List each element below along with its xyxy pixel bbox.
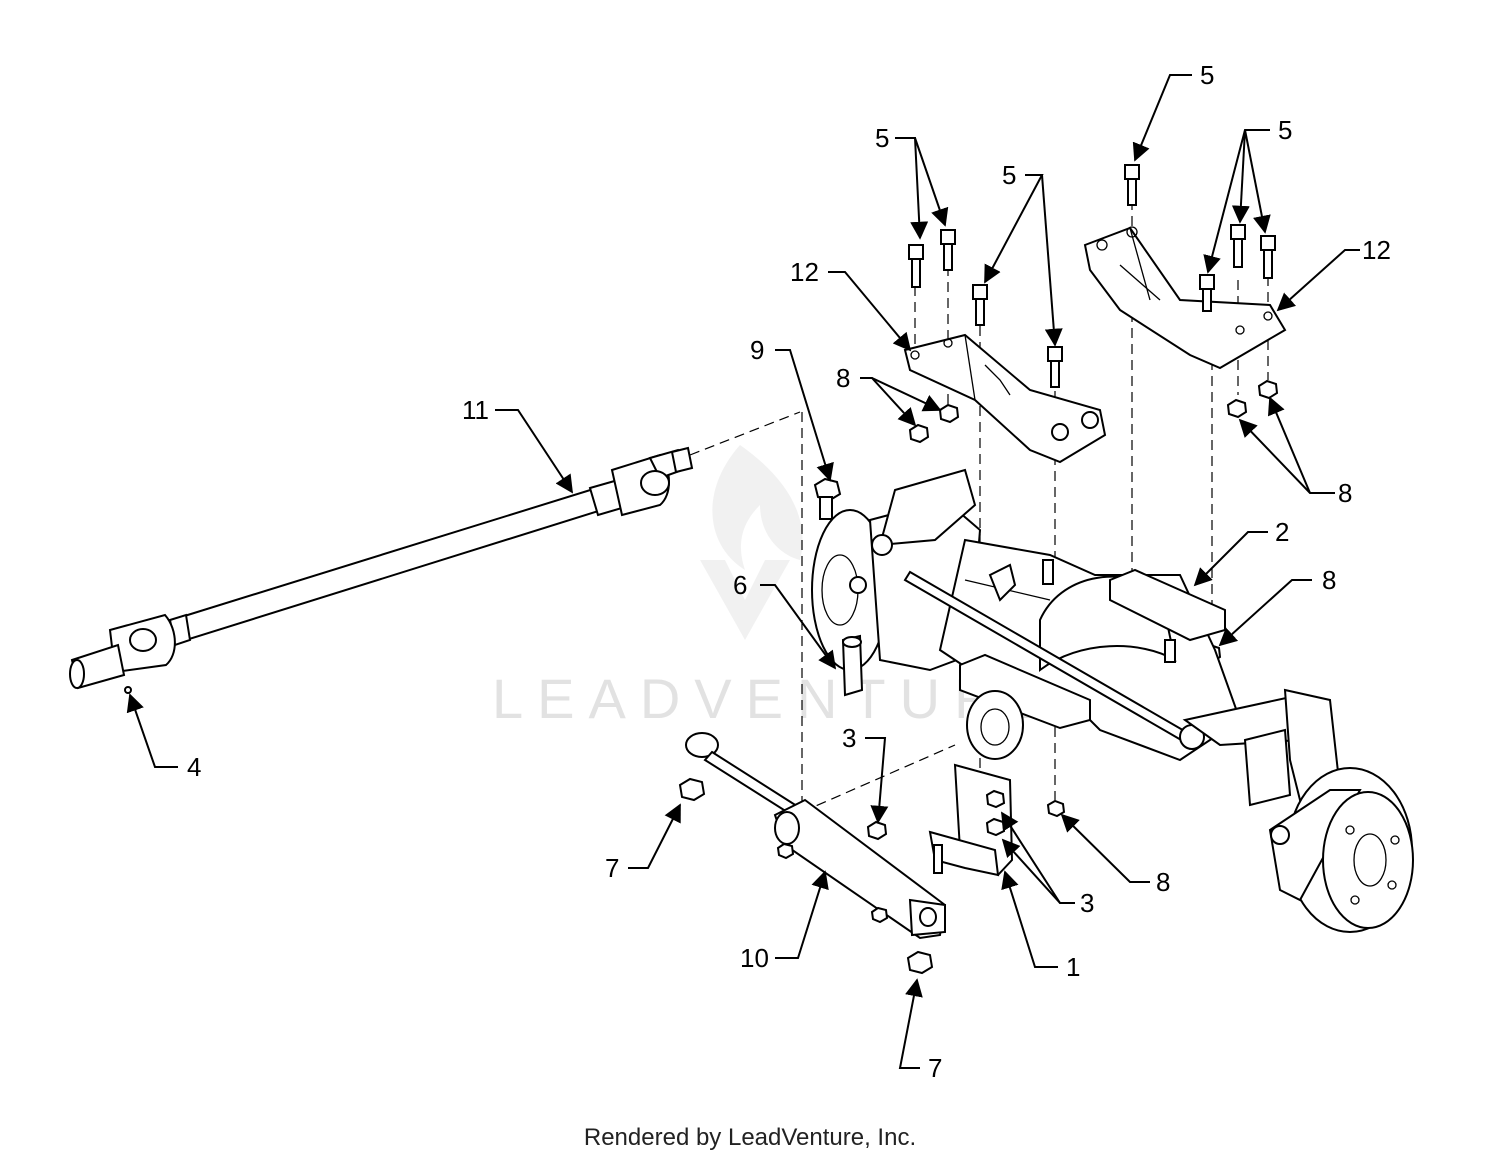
mounting-bracket-left xyxy=(903,333,1107,464)
bolt-3 xyxy=(866,820,888,841)
callout-9: 9 xyxy=(750,335,764,365)
callout-8: 8 xyxy=(836,363,850,393)
pivot-pin xyxy=(841,634,864,697)
cylinder-mount-bracket xyxy=(928,763,1014,877)
callout-7: 7 xyxy=(605,853,619,883)
lock-nuts xyxy=(678,777,934,975)
front-axle-assembly xyxy=(811,468,1414,933)
callout-2: 2 xyxy=(1275,517,1289,547)
callout-1: 1 xyxy=(1066,952,1080,982)
callout-labels: 5 5 5 5 12 12 9 8 8 8 8 2 11 6 4 3 3 1 7… xyxy=(187,60,1391,1083)
steering-shaft xyxy=(69,446,694,694)
callout-4: 4 xyxy=(187,752,201,782)
hydraulic-fitting xyxy=(813,477,842,520)
watermark: LEADVENTURE xyxy=(492,445,1060,730)
callout-3: 3 xyxy=(1080,888,1094,918)
callout-10: 10 xyxy=(740,943,769,973)
callout-6: 6 xyxy=(733,570,747,600)
callout-12: 12 xyxy=(790,257,819,287)
callout-5: 5 xyxy=(1002,160,1016,190)
leader-lines xyxy=(126,74,1360,1069)
callout-5: 5 xyxy=(875,123,889,153)
callout-11: 11 xyxy=(462,395,489,425)
callout-8: 8 xyxy=(1322,565,1336,595)
callout-3: 3 xyxy=(842,723,856,753)
callout-8: 8 xyxy=(1156,867,1170,897)
callout-7: 7 xyxy=(928,1053,942,1083)
callout-5: 5 xyxy=(1278,115,1292,145)
callout-12: 12 xyxy=(1362,235,1391,265)
callout-5: 5 xyxy=(1200,60,1214,90)
flame-logo-icon xyxy=(700,445,803,640)
callout-8: 8 xyxy=(1338,478,1352,508)
mounting-bracket-right xyxy=(1083,226,1287,370)
footer-credit: Rendered by LeadVenture, Inc. xyxy=(583,1124,917,1151)
mounting-bolts xyxy=(908,164,1276,388)
steering-cylinder xyxy=(685,732,947,940)
watermark-text: LEADVENTURE xyxy=(492,667,1060,730)
